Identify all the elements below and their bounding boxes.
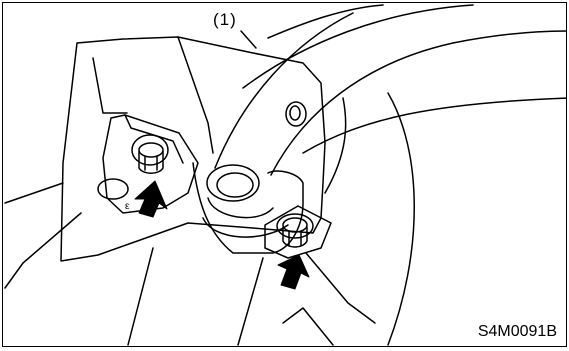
plate-contour-7 — [305, 252, 376, 324]
plate-contour-2 — [177, 36, 214, 154]
arm-rib — [267, 4, 384, 39]
arm-outer-edge — [214, 12, 354, 169]
left-bolt-washer — [131, 134, 169, 166]
plate-contour-3 — [4, 212, 82, 289]
left-bracket-tab — [102, 114, 199, 214]
figure-frame: ε (1) S4M0091B — [2, 2, 567, 347]
plate-mark: ε — [125, 201, 130, 212]
right-bolt-head — [282, 226, 308, 248]
arm-lower-edge — [302, 97, 566, 154]
arm-hole — [285, 101, 307, 127]
right-arrow-icon — [277, 254, 310, 290]
plate-contour-4 — [4, 182, 64, 204]
plate-contour-8 — [282, 307, 334, 346]
callout-leader — [240, 30, 257, 49]
right-bolt-top — [282, 217, 308, 233]
figure-code: S4M0091B — [477, 323, 557, 340]
plate-contour-1 — [92, 57, 128, 114]
right-bracket-tab — [264, 205, 332, 259]
plate-contour-6 — [237, 257, 264, 346]
right-bolt-washer — [276, 213, 314, 239]
left-bolt-top — [138, 142, 164, 158]
arm-inner-edge — [270, 30, 566, 176]
bracket-diagram: ε — [4, 4, 566, 346]
housing-curve-2 — [324, 97, 347, 194]
left-bolt-head — [138, 150, 164, 174]
plate-contour-5 — [127, 247, 154, 346]
callout-label: (1) — [213, 10, 237, 29]
bushing-collar — [206, 164, 260, 202]
housing-curve-1 — [387, 92, 415, 346]
arm-hole-inner — [289, 105, 301, 121]
left-arrow-icon — [134, 180, 168, 218]
arm-mid-edge — [242, 4, 474, 89]
plate-hole — [97, 178, 129, 200]
bushing-ring-2 — [202, 217, 289, 238]
bushing-ring-1 — [207, 197, 274, 219]
bushing-collar-inner — [216, 172, 254, 198]
